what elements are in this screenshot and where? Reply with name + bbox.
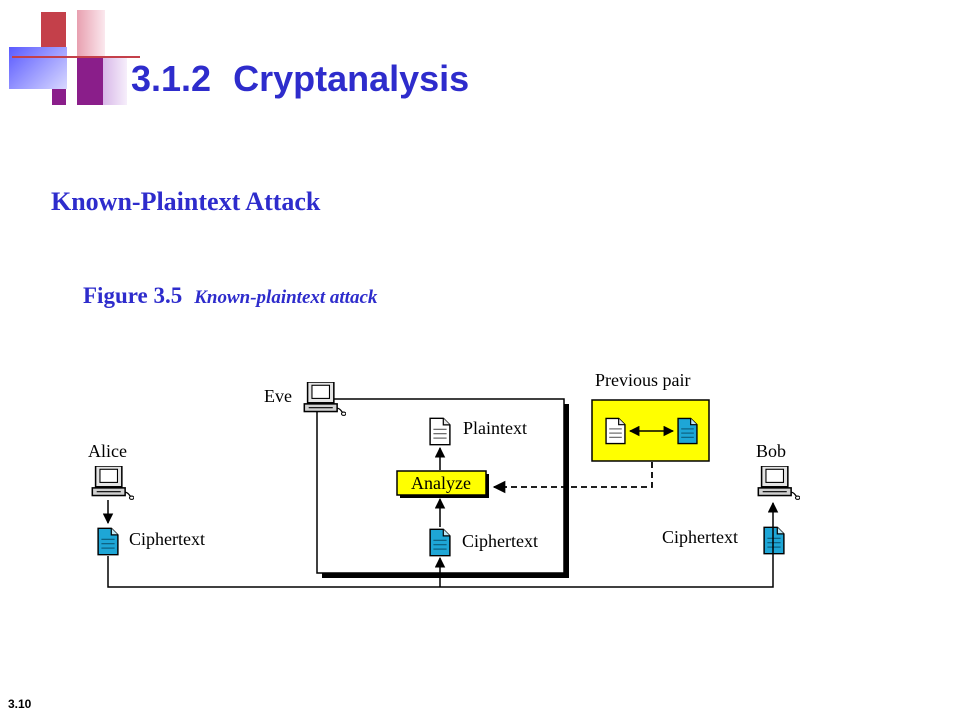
decor-square-pink — [77, 10, 105, 57]
plaintext-icon — [429, 417, 451, 446]
plaintext-label: Plaintext — [463, 418, 527, 438]
decor-bar-white — [66, 10, 77, 106]
previous-pair-plaintext-icon — [605, 417, 626, 445]
decor-line — [12, 56, 140, 58]
eve-ciphertext-icon — [429, 528, 451, 557]
alice-computer-icon — [91, 466, 134, 501]
previous-pair-dashed-arrow — [492, 462, 653, 494]
figure-caption: Figure 3.5 Known-plaintext attack — [83, 283, 377, 309]
title-number: 3.1.2 — [131, 58, 212, 99]
decor-square-blue — [9, 47, 67, 89]
analyze-box — [396, 470, 487, 496]
eve-label: Eve — [264, 386, 292, 406]
analyze-label: Analyze — [411, 473, 471, 493]
bob-ciphertext-icon — [763, 526, 785, 555]
decor-square-lavender — [103, 57, 127, 105]
slide-subtitle: Known-Plaintext Attack — [51, 187, 321, 216]
page-number: 3.10 — [8, 697, 32, 711]
previous-pair-label: Previous pair — [595, 370, 690, 390]
bob-ciphertext-label: Ciphertext — [662, 527, 738, 547]
bob-computer-icon — [757, 466, 800, 501]
alice-ciphertext-label: Ciphertext — [129, 529, 205, 549]
bob-label: Bob — [756, 441, 786, 461]
decor-square-purple-2 — [77, 57, 103, 105]
alice-label: Alice — [88, 441, 127, 461]
eve-ciphertext-label: Ciphertext — [462, 531, 538, 551]
alice-ciphertext-icon — [97, 527, 119, 556]
figure-number: Figure 3.5 — [83, 283, 183, 308]
figure-title: Known-plaintext attack — [194, 287, 378, 308]
slide-title: 3.1.2 Cryptanalysis — [131, 56, 469, 102]
title-text: Cryptanalysis — [233, 58, 470, 99]
previous-pair-ciphertext-icon — [677, 417, 698, 445]
